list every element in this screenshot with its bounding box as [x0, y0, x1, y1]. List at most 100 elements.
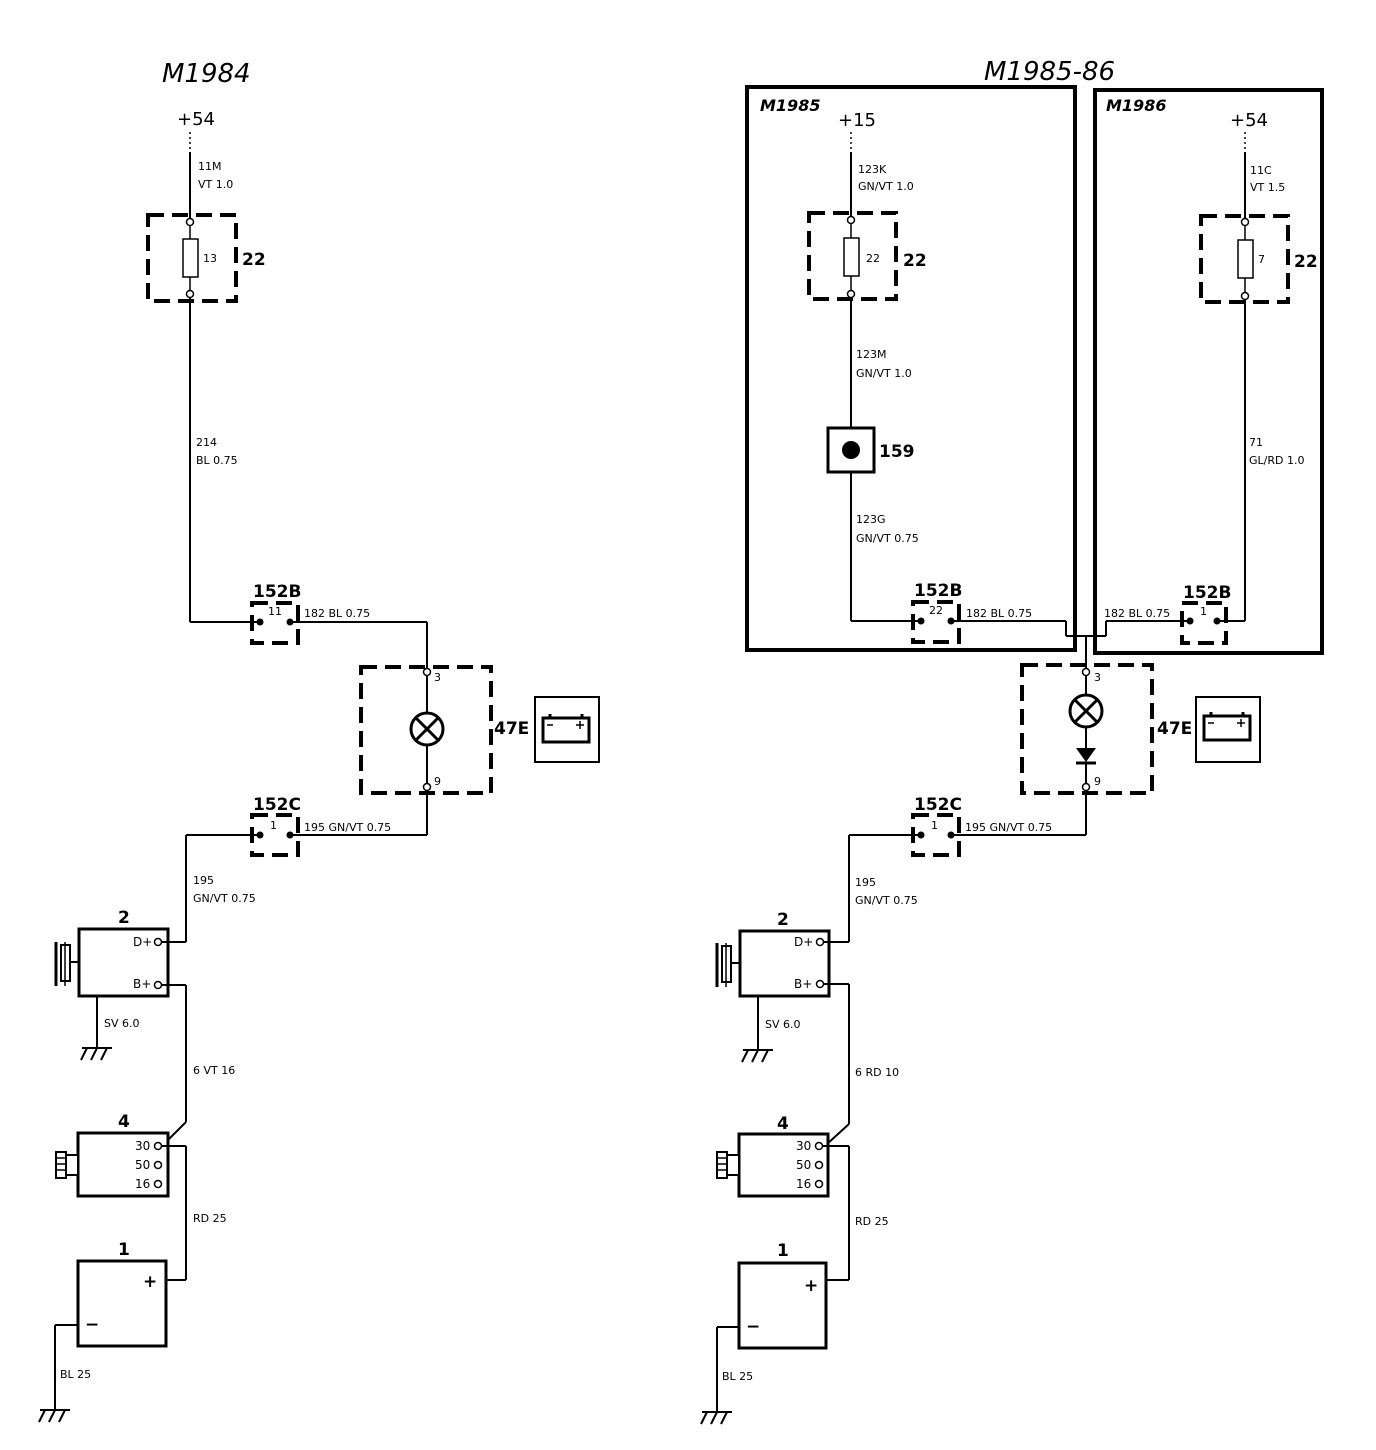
m1986-wire-11c-spec: VT 1.5	[1250, 181, 1285, 194]
left-lamp-ref: 47E	[494, 719, 529, 739]
m1985-frame	[745, 85, 1077, 652]
left-ground-icon-2	[38, 1409, 70, 1423]
m1986-wire-71-id: 71	[1249, 436, 1263, 449]
m1985-fuse-22: 22 22	[807, 211, 927, 301]
right-battery-ground-wire: BL 25	[722, 1370, 753, 1383]
left-alternator-dplus: D+	[133, 935, 152, 949]
left-starter-t16: 16	[135, 1177, 150, 1191]
left-ground-icon-1	[80, 1047, 112, 1061]
left-152b-ref: 152B	[253, 582, 301, 602]
m1985-component-159-ref: 159	[879, 442, 915, 462]
left-wire-195-spec: GN/VT 0.75	[193, 892, 256, 905]
right-battery-charge-icon	[1195, 696, 1261, 763]
right-starter-4: 4 30 50 16	[716, 1114, 830, 1198]
right-diagram-m1985-86: M1985-86 M1985 M1986 +15 123K GN/VT 1.0 …	[700, 57, 1324, 1425]
left-wire-6: 6 VT 16	[193, 1064, 235, 1077]
left-battery-plus: +	[143, 1272, 157, 1292]
right-lamp-47e: 3 9 47E	[1020, 663, 1192, 795]
right-wire-6: 6 RD 10	[855, 1066, 899, 1079]
right-starter-t16: 16	[796, 1177, 811, 1191]
m1986-wire-71-spec: GL/RD 1.0	[1249, 454, 1304, 467]
right-starter-ref: 4	[777, 1114, 789, 1134]
left-connector-152b: 152B 11	[250, 582, 301, 645]
right-gear-icon	[716, 1151, 740, 1179]
m1986-label: M1986	[1106, 96, 1166, 115]
left-152c-pin: 1	[270, 819, 277, 832]
left-battery-ground-wire: BL 25	[60, 1368, 91, 1381]
m1985-wire-123k-spec: GN/VT 1.0	[858, 180, 914, 193]
m1985-fuse-number: 22	[866, 252, 880, 265]
m1986-152b-pin: 1	[1200, 605, 1207, 618]
right-battery-minus: −	[746, 1317, 760, 1337]
m1985-wire-123m-id: 123M	[856, 348, 887, 361]
left-diagram-m1984: M1984 +54 11M VT 1.0 13 22 2 1 4 BL 0.75 1…	[38, 59, 600, 1423]
left-wire-195-id: 195	[193, 874, 214, 887]
left-title: M1984	[162, 59, 251, 89]
right-alternator-bplus: B+	[794, 977, 812, 991]
left-starter-ref: 4	[118, 1112, 130, 1132]
left-wire-182: 182 BL 0.75	[304, 607, 370, 620]
m1985-label: M1985	[760, 96, 820, 115]
right-pulley-icon	[715, 943, 740, 987]
right-ground-icon-1	[741, 1049, 773, 1063]
left-alternator-bplus: B+	[133, 977, 151, 991]
m1986-supply: +54	[1230, 110, 1268, 131]
left-gear-icon	[55, 1151, 79, 1179]
right-152c-ref: 152C	[914, 795, 962, 815]
left-wire-11m-spec: VT 1.0	[198, 178, 233, 191]
m1986-frame	[1093, 88, 1324, 655]
right-wire-195-id: 195	[855, 876, 876, 889]
left-starter-t50: 50	[135, 1158, 150, 1172]
right-alternator-2: 2 D+ B+	[715, 910, 831, 998]
right-starter-t50: 50	[796, 1158, 811, 1172]
m1985-fuse-ref: 22	[903, 251, 927, 271]
left-battery-minus: −	[85, 1315, 99, 1335]
m1986-fuse-number: 7	[1258, 253, 1265, 266]
right-starter-t30: 30	[796, 1139, 811, 1153]
m1985-wire-123g-id: 123G	[856, 513, 886, 526]
left-152c-ref: 152C	[253, 795, 301, 815]
right-alternator-ground-wire: SV 6.0	[765, 1018, 801, 1031]
m1985-152b-ref: 152B	[914, 581, 962, 601]
left-battery-charge-icon	[534, 696, 600, 763]
right-wire-195-top: 195 GN/VT 0.75	[965, 821, 1052, 834]
right-connector-152c: 152C 1	[911, 795, 962, 857]
m1985-supply: +15	[838, 110, 876, 131]
left-alternator-ref: 2	[118, 908, 130, 928]
right-title: M1985-86	[984, 57, 1115, 87]
left-wire-11m-id: 11M	[198, 160, 222, 173]
left-lamp-47e: 3 9 47E	[359, 665, 529, 795]
right-battery-1: 1 + −	[737, 1241, 828, 1350]
right-alternator-ref: 2	[777, 910, 789, 930]
left-wire-214-spec: BL 0.75	[196, 454, 238, 467]
left-lamp-icon	[409, 711, 445, 747]
m1985-wire-182: 182 BL 0.75	[966, 607, 1032, 620]
left-starter-t30: 30	[135, 1139, 150, 1153]
m1985-wire-123m-spec: GN/VT 1.0	[856, 367, 912, 380]
left-wire-195-top: 195 GN/VT 0.75	[304, 821, 391, 834]
right-lamp-pin-top: 3	[1094, 671, 1101, 684]
m1986-wire-11c-id: 11C	[1250, 164, 1272, 177]
left-152b-pin: 11	[268, 605, 282, 618]
left-alternator-ground-wire: SV 6.0	[104, 1017, 140, 1030]
left-connector-152c: 152C 1	[250, 795, 301, 857]
right-wire-195-spec: GN/VT 0.75	[855, 894, 918, 907]
m1986-connector-152b: 152B 1	[1180, 583, 1231, 645]
left-lamp-pin-bottom: 9	[434, 775, 441, 788]
right-lamp-ref: 47E	[1157, 719, 1192, 739]
m1986-wire-182: 182 BL 0.75	[1104, 607, 1170, 620]
left-starter-4: 4 30 50 16	[55, 1112, 170, 1198]
right-battery-ref: 1	[777, 1241, 789, 1261]
left-fuse-ref: 22	[242, 250, 266, 270]
m1985-connector-152b: 152B 22	[911, 581, 962, 644]
m1986-152b-ref: 152B	[1183, 583, 1231, 603]
left-fuse-number: 13	[203, 252, 217, 265]
left-supply-label: +54	[177, 109, 215, 130]
left-battery-1: 1 + −	[76, 1240, 168, 1348]
right-lamp-icon	[1068, 693, 1104, 729]
right-wire-rd25: RD 25	[855, 1215, 889, 1228]
m1985-component-159: 159	[826, 426, 915, 474]
left-pulley-icon	[54, 942, 79, 986]
right-ground-icon-2	[700, 1411, 732, 1425]
